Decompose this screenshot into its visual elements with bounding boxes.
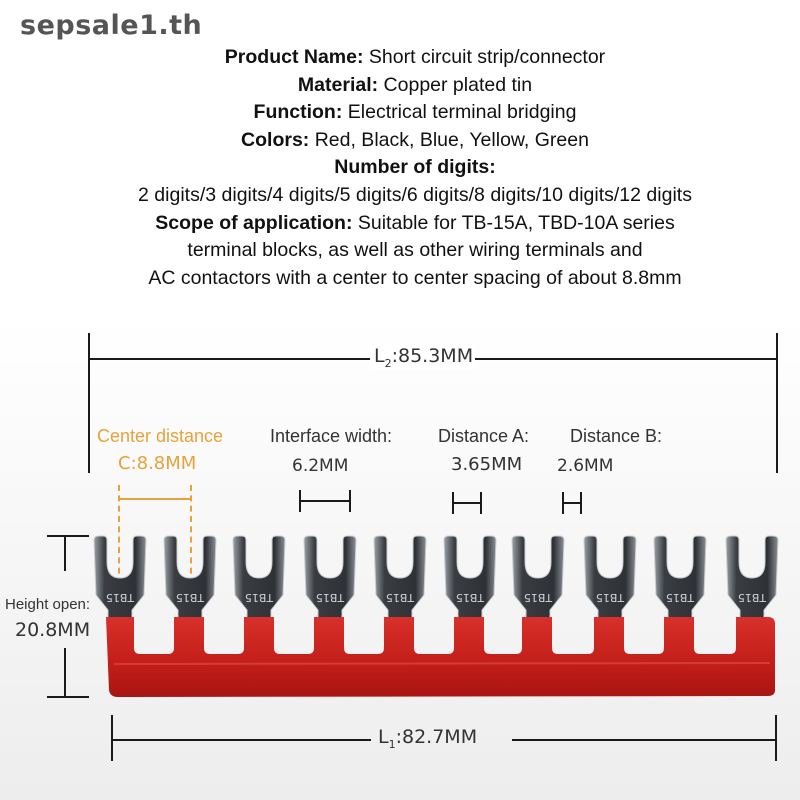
height-open-value: 20.8MM — [15, 619, 91, 641]
l1-end-left — [111, 715, 113, 761]
l2-line-right — [505, 358, 777, 360]
center-distance-value: C:8.8MM — [118, 453, 197, 474]
interface-width-value: 6.2MM — [292, 456, 349, 476]
spec-colors: Colors: Red, Black, Blue, Yellow, Green — [241, 129, 589, 151]
center-distance-bar — [119, 498, 192, 500]
distance-a-value: 3.65MM — [451, 454, 523, 475]
l2-label: L2:85.3MM — [372, 345, 476, 370]
spec-digits-values: 2 digits/3 digits/4 digits/5 digits/6 di… — [138, 184, 692, 206]
spec-material: Material: Copper plated tin — [297, 74, 533, 96]
red-insulated-body — [106, 617, 775, 697]
center-line-2 — [190, 485, 192, 615]
interface-width-label: Interface width: — [270, 426, 393, 446]
height-open-label: Height open: — [5, 596, 91, 613]
l1-end-right — [775, 715, 777, 761]
center-line-1 — [118, 485, 120, 615]
terminal-forks — [93, 535, 779, 625]
distance-b-value: 2.6MM — [557, 456, 614, 476]
distance-b-label: Distance B: — [570, 426, 663, 446]
l2-line-left — [88, 358, 370, 360]
l1-line-left — [111, 739, 371, 741]
distance-a-label: Distance A: — [438, 426, 530, 446]
store-watermark: sepsale1.th — [20, 10, 203, 41]
spec-product-name: Product Name: Short circuit strip/connec… — [224, 46, 606, 68]
spec-digits-heading: Number of digits: — [334, 156, 496, 178]
spec-scope: Scope of application: Suitable for TB-15… — [155, 212, 675, 234]
center-distance-label: Center distance — [97, 426, 224, 446]
spec-scope-line2: terminal blocks, as well as other wiring… — [187, 239, 643, 261]
l1-label: L1:82.7MM — [378, 726, 478, 751]
spec-function: Function: Electrical terminal bridging — [253, 101, 577, 123]
l1-line-right — [512, 739, 776, 741]
spec-scope-line3: AC contactors with a center to center sp… — [148, 267, 682, 289]
